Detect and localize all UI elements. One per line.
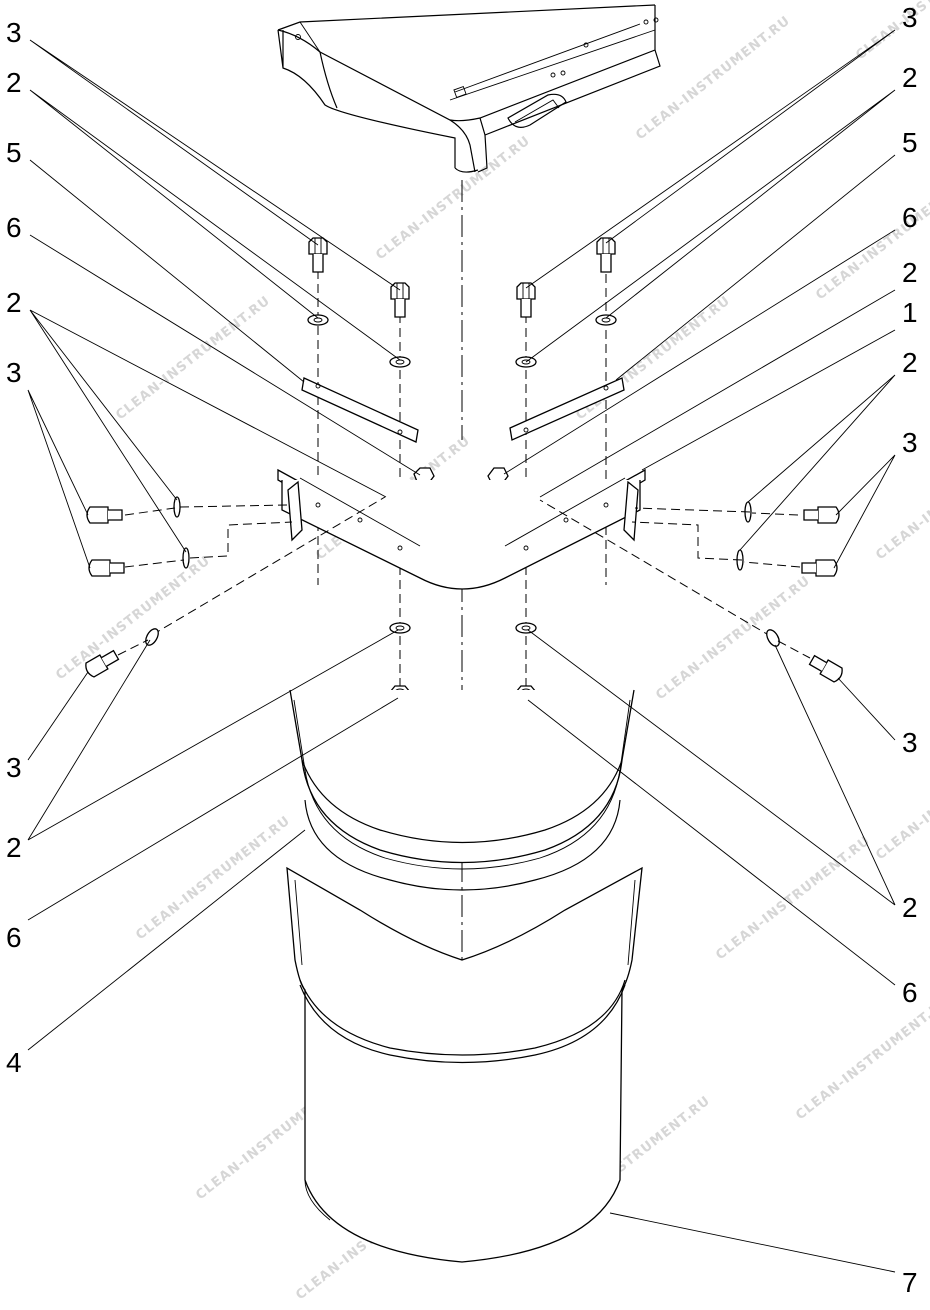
watermark-text: CLEAN-INSTRUMENT.RU [133,813,293,943]
watermark-text: CLEAN-INSTRUMENT.RU [633,13,793,143]
callout-left-2-top: 2 [6,67,22,98]
watermark-text: CLEAN-INSTRUMENT.RU [713,833,873,963]
callout-right-6-low: 6 [902,977,918,1008]
top-washers [307,314,617,368]
watermark-text: CLEAN-INSTRUMENT.RU [653,573,813,703]
side-fasteners-left [86,496,293,577]
callout-left-3-top: 3 [6,17,22,48]
callout-right-3-top: 3 [902,2,918,33]
top-bolts [308,237,616,318]
callout-left-4: 4 [6,1047,22,1078]
watermark-text: CLEAN-INSTRUMENT.RU [573,293,733,423]
callout-right-3-side: 3 [902,427,918,458]
corner-bracket [277,468,646,590]
watermark-text: CLEAN-INSTRUMENT.RU [793,993,930,1123]
callout-left-3-low: 3 [6,752,22,783]
clamp-plates [301,377,625,443]
callout-right-2-top: 2 [902,62,918,93]
callout-left-2-low: 2 [6,832,22,863]
watermark-text: CLEAN-INSTRUMENT.RU [373,133,533,263]
callout-right-2-low: 2 [902,892,918,923]
diagonal-assembly-lines [151,496,773,638]
callout-right-2-side: 2 [902,347,918,378]
curved-cover [289,689,635,891]
watermark-text: CLEAN-INSTRUMENT.RU [53,553,213,683]
callout-numbers: 3 2 5 6 2 3 3 2 6 4 3 2 5 6 2 1 2 3 3 2 … [6,2,918,1298]
callout-left-3-mid: 3 [6,357,22,388]
callout-left-2-mid: 2 [6,287,22,318]
watermark-text: CLEAN-INSTRUMENT.RU [113,293,273,423]
side-fasteners-right [631,501,840,577]
callout-right-5: 5 [902,127,918,158]
callout-left-6-low: 6 [6,922,22,953]
callout-right-1: 1 [902,297,918,328]
front-cover [286,866,643,1263]
callout-left-5: 5 [6,137,22,168]
callout-right-7: 7 [902,1267,918,1298]
callout-right-3-low: 3 [902,727,918,758]
callout-right-6-top: 6 [902,202,918,233]
callout-left-6-top: 6 [6,212,22,243]
watermark-text: CLEAN-INSTRUMENT.RU [853,0,930,63]
callout-right-2-mid: 2 [902,257,918,288]
chassis-corner [277,4,661,173]
leader-lines [27,29,896,1273]
